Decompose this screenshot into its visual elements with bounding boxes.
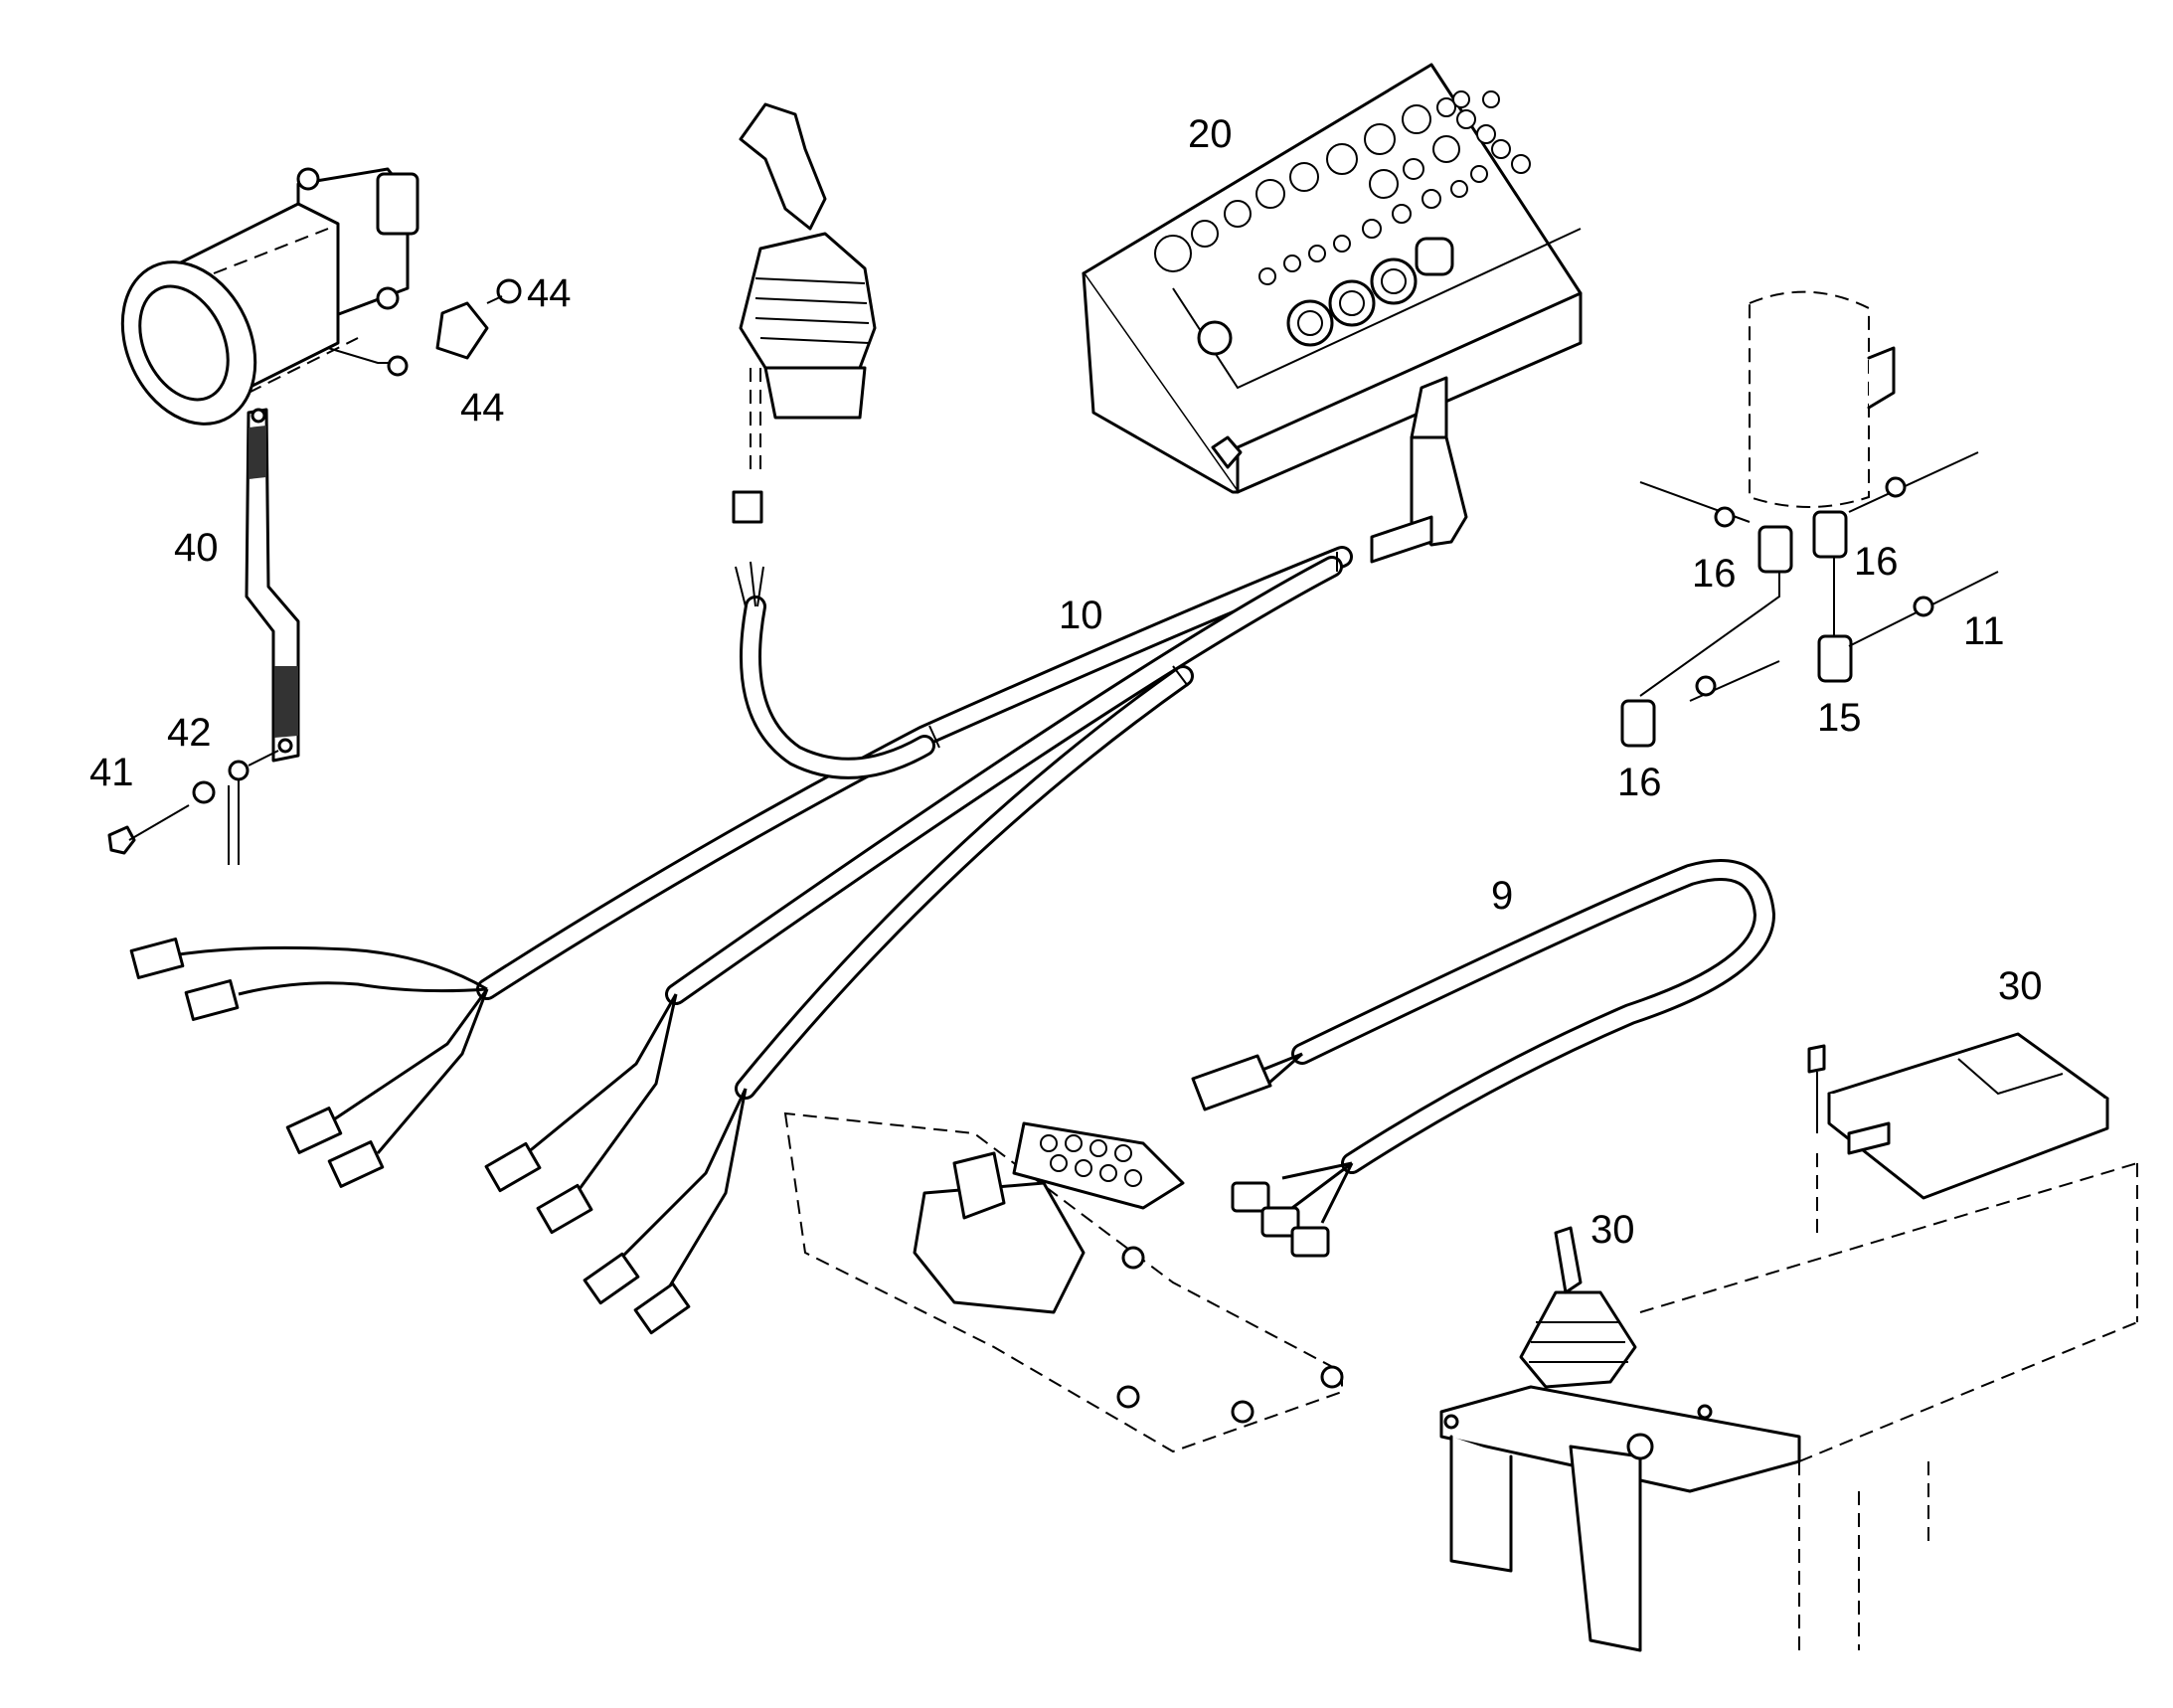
nut-44-drawing xyxy=(387,278,522,377)
callout-labels: 10 9 11 15 16 16 16 20 30 30 40 41 42 44… xyxy=(89,112,2043,1252)
gauge-cluster xyxy=(1286,237,1454,347)
valve-plate-drawing xyxy=(783,1111,1344,1453)
joystick-drawing xyxy=(732,102,877,524)
dash-panel-drawing xyxy=(1082,63,1583,547)
cab-frame-drawing xyxy=(1439,1162,2138,1652)
label-42: 42 xyxy=(167,711,212,755)
main-harness-drawing xyxy=(129,515,1433,1335)
label-15: 15 xyxy=(1817,696,1862,740)
label-16c: 16 xyxy=(1617,761,1662,804)
controller-box-drawing xyxy=(1807,1032,2109,1233)
label-10: 10 xyxy=(1059,594,1103,637)
label-30a: 30 xyxy=(1998,964,2043,1008)
ground-strap-drawing xyxy=(245,408,300,763)
label-11: 11 xyxy=(1963,609,2005,653)
label-30b: 30 xyxy=(1590,1208,1635,1252)
starter-motor-drawing xyxy=(120,167,419,426)
label-20: 20 xyxy=(1188,112,1233,156)
label-9: 9 xyxy=(1491,874,1513,918)
fuse-holder-drawing xyxy=(1620,290,1999,748)
connector-plugs xyxy=(129,938,691,1335)
label-41: 41 xyxy=(89,751,134,794)
label-44a: 44 xyxy=(527,271,572,315)
label-40: 40 xyxy=(174,526,219,570)
label-16b: 16 xyxy=(1854,540,1899,584)
short-harness-drawing xyxy=(1191,859,1776,1258)
label-16a: 16 xyxy=(1692,552,1737,596)
label-44b: 44 xyxy=(460,386,505,429)
bolt-washer-drawing xyxy=(107,750,279,865)
